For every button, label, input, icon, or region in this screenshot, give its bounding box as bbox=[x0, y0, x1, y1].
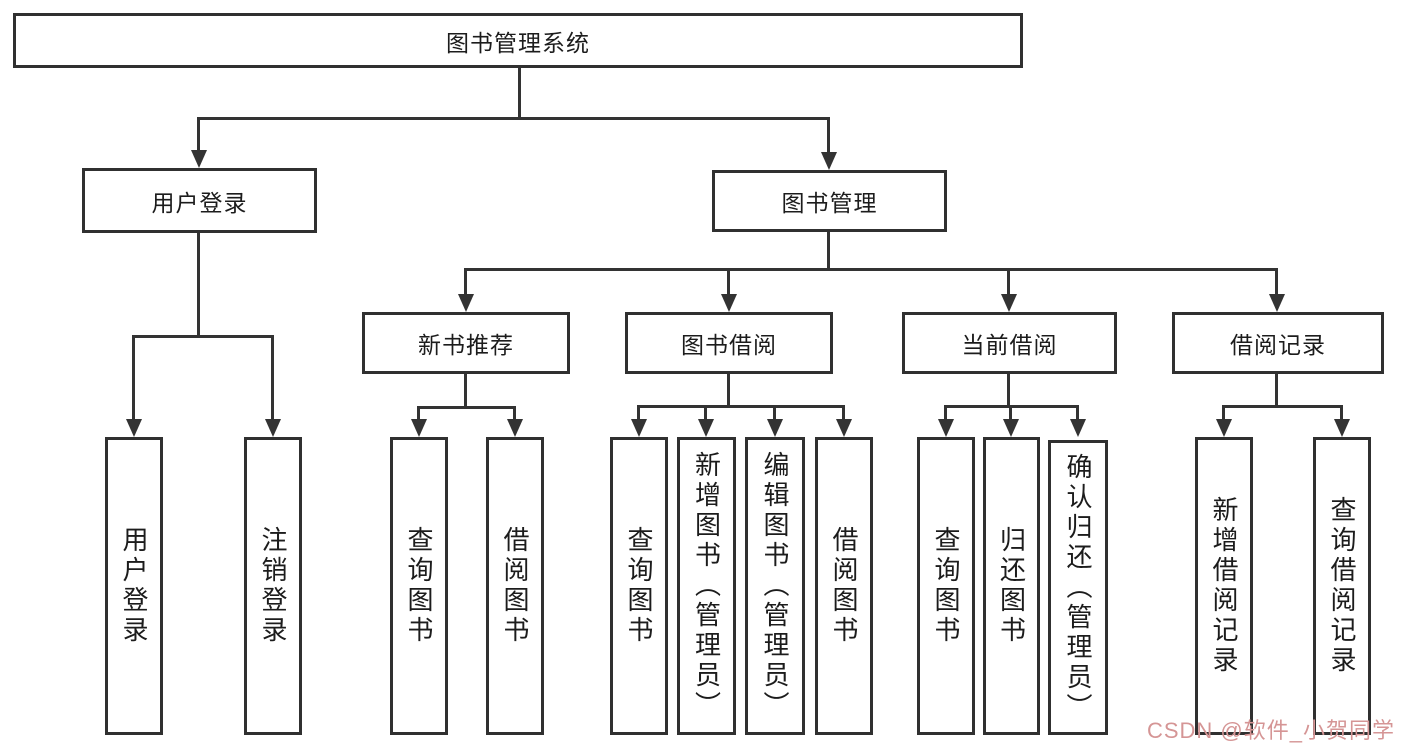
leaf-query-book-borrow: 查询图书 bbox=[610, 437, 668, 735]
connector-line bbox=[464, 268, 1278, 271]
connector-line bbox=[637, 405, 640, 421]
connector-line bbox=[132, 335, 135, 421]
leaf-return-book: 归还图书 bbox=[983, 437, 1040, 735]
arrow-down-icon bbox=[1001, 294, 1017, 312]
arrow-down-icon bbox=[698, 419, 714, 437]
connector-line bbox=[417, 406, 420, 421]
connector-line bbox=[727, 374, 730, 407]
connector-line bbox=[1007, 268, 1010, 296]
connector-line bbox=[1340, 405, 1343, 421]
arrow-down-icon bbox=[1070, 419, 1086, 437]
connector-line bbox=[1009, 405, 1012, 421]
arrow-down-icon bbox=[836, 419, 852, 437]
connector-line bbox=[464, 374, 467, 408]
leaf-borrow-book: 借阅图书 bbox=[815, 437, 873, 735]
arrow-down-icon bbox=[721, 294, 737, 312]
node-new-book-recommend: 新书推荐 bbox=[362, 312, 570, 374]
node-borrow-record: 借阅记录 bbox=[1172, 312, 1384, 374]
arrow-down-icon bbox=[1269, 294, 1285, 312]
arrow-down-icon bbox=[1216, 419, 1232, 437]
arrow-down-icon bbox=[507, 419, 523, 437]
connector-line bbox=[827, 117, 830, 153]
connector-line bbox=[704, 405, 707, 421]
connector-line bbox=[1275, 268, 1278, 296]
connector-line bbox=[197, 117, 200, 153]
leaf-confirm-return-admin: 确认归还（管理员） bbox=[1048, 440, 1108, 735]
leaf-query-book-current: 查询图书 bbox=[917, 437, 975, 735]
arrow-down-icon bbox=[821, 152, 837, 170]
leaf-edit-book-admin: 编辑图书（管理员） bbox=[745, 437, 805, 735]
arrow-down-icon bbox=[938, 419, 954, 437]
connector-line bbox=[513, 406, 516, 421]
arrow-down-icon bbox=[191, 150, 207, 168]
connector-line bbox=[842, 405, 845, 421]
arrow-down-icon bbox=[411, 419, 427, 437]
connector-line bbox=[271, 335, 274, 421]
connector-line bbox=[773, 405, 776, 421]
node-book-borrow: 图书借阅 bbox=[625, 312, 833, 374]
connector-line bbox=[727, 268, 730, 296]
connector-line bbox=[518, 68, 521, 118]
connector-line bbox=[1275, 374, 1278, 407]
leaf-user-login: 用户登录 bbox=[105, 437, 163, 735]
connector-line bbox=[132, 335, 274, 338]
connector-line bbox=[197, 117, 830, 120]
connector-line bbox=[1222, 405, 1343, 408]
arrow-down-icon bbox=[126, 419, 142, 437]
arrow-down-icon bbox=[1003, 419, 1019, 437]
node-current-borrow: 当前借阅 bbox=[902, 312, 1117, 374]
arrow-down-icon bbox=[767, 419, 783, 437]
connector-line bbox=[637, 405, 845, 408]
leaf-add-borrow-record: 新增借阅记录 bbox=[1195, 437, 1253, 735]
leaf-borrow-book-recommend: 借阅图书 bbox=[486, 437, 544, 735]
leaf-logout: 注销登录 bbox=[244, 437, 302, 735]
leaf-add-book-admin: 新增图书（管理员） bbox=[677, 437, 736, 735]
leaf-query-borrow-record: 查询借阅记录 bbox=[1313, 437, 1371, 735]
connector-line bbox=[1007, 374, 1010, 407]
node-user-login: 用户登录 bbox=[82, 168, 317, 233]
connector-line bbox=[944, 405, 947, 421]
arrow-down-icon bbox=[1334, 419, 1350, 437]
arrow-down-icon bbox=[265, 419, 281, 437]
connector-line bbox=[1222, 405, 1225, 421]
arrow-down-icon bbox=[458, 294, 474, 312]
node-book-management: 图书管理 bbox=[712, 170, 947, 232]
arrow-down-icon bbox=[631, 419, 647, 437]
connector-line bbox=[417, 406, 516, 409]
connector-line bbox=[1076, 405, 1079, 421]
leaf-query-book-recommend: 查询图书 bbox=[390, 437, 448, 735]
connector-line bbox=[827, 232, 830, 271]
csdn-watermark: CSDN @软件_小贺同学 bbox=[1146, 718, 1395, 743]
node-library-management-system: 图书管理系统 bbox=[13, 13, 1023, 68]
connector-line bbox=[197, 233, 200, 336]
connector-line bbox=[464, 268, 467, 296]
